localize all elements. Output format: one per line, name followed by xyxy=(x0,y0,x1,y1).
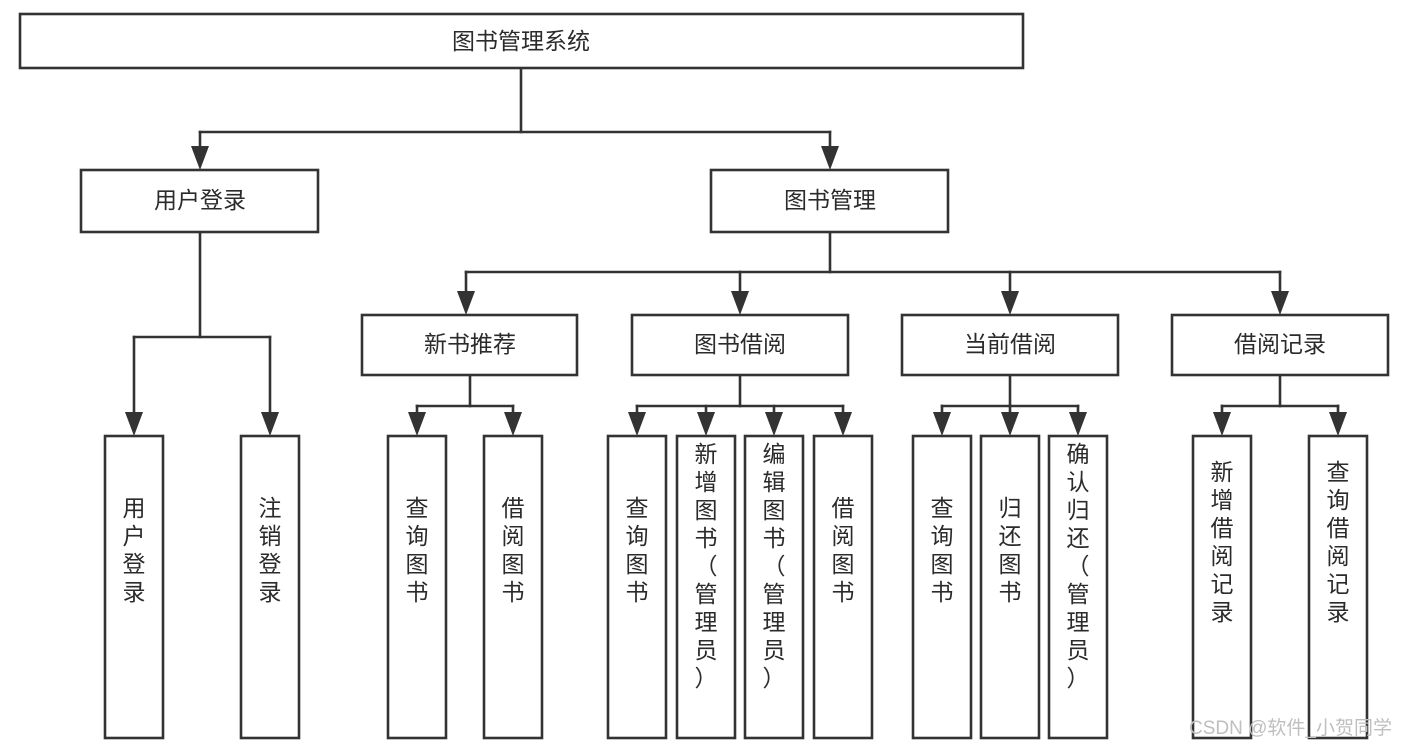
arrow-head-to-user-login xyxy=(191,146,209,170)
connector-layer xyxy=(125,66,1347,436)
arrow-head-bb-leaf4 xyxy=(834,412,852,436)
leaf-node-bookborrow-query[interactable]: 查询图书 xyxy=(606,434,668,740)
leaf-label-bookborrow-borrow: 借阅图书 xyxy=(832,495,855,605)
arrow-head-bb-leaf1 xyxy=(628,412,646,436)
arrow-head-br-leaf2 xyxy=(1329,412,1347,436)
node-box-root[interactable] xyxy=(18,12,1025,70)
leaf-label-user-login-logout: 注销登录 xyxy=(259,495,282,605)
leaf-box-currentborrow-confirm[interactable] xyxy=(1047,434,1109,740)
arrow-head-new-book xyxy=(457,291,475,315)
arrow-head-user-login-leaf2 xyxy=(261,412,279,436)
leaf-label-borrowrecord-add: 新增借阅记录 xyxy=(1211,459,1234,625)
leaf-label-bookborrow-edit: 编辑图书（管理员） xyxy=(763,441,786,691)
leaf-node-user-login-login[interactable]: 用户登录 xyxy=(103,434,165,740)
arrow-head-book-borrow xyxy=(731,291,749,315)
arrow-head-to-book-mgmt xyxy=(821,146,839,170)
leaf-box-bookborrow-edit[interactable] xyxy=(743,434,805,740)
leaf-box-user-login-logout[interactable] xyxy=(239,434,301,740)
leaf-node-borrowrecord-add[interactable]: 新增借阅记录 xyxy=(1191,434,1253,740)
leaf-node-user-login-logout[interactable]: 注销登录 xyxy=(239,434,301,740)
node-box-new-book-recommend[interactable] xyxy=(360,313,579,377)
node-new-book-recommend[interactable]: 新书推荐 xyxy=(360,313,579,377)
leaf-node-bookborrow-add[interactable]: 新增图书（管理员） xyxy=(675,434,737,740)
leaf-label-currentborrow-confirm: 确认归还（管理员） xyxy=(1067,441,1090,691)
node-label-root: 图书管理系统 xyxy=(452,28,590,54)
arrow-head-bb-leaf2 xyxy=(697,412,715,436)
leaf-node-newbook-borrow[interactable]: 借阅图书 xyxy=(482,434,544,740)
csdn-watermark: CSDN @软件_小贺同学 xyxy=(1189,717,1392,739)
node-label-new-book-recommend: 新书推荐 xyxy=(424,331,516,357)
leaf-node-currentborrow-confirm[interactable]: 确认归还（管理员） xyxy=(1047,434,1109,740)
node-box-user-login[interactable] xyxy=(79,168,320,234)
leaf-box-borrowrecord-add[interactable] xyxy=(1191,434,1253,740)
leaf-label-newbook-query: 查询图书 xyxy=(406,495,429,605)
node-current-borrow[interactable]: 当前借阅 xyxy=(900,313,1120,377)
leaf-box-currentborrow-return[interactable] xyxy=(979,434,1041,740)
leaf-label-bookborrow-query: 查询图书 xyxy=(626,495,649,605)
leaf-box-newbook-query[interactable] xyxy=(386,434,448,740)
node-borrow-record[interactable]: 借阅记录 xyxy=(1170,313,1390,377)
leaf-box-bookborrow-borrow[interactable] xyxy=(812,434,874,740)
node-book-management[interactable]: 图书管理 xyxy=(709,168,950,234)
leaf-label-newbook-borrow: 借阅图书 xyxy=(502,495,525,605)
leaf-label-user-login-login: 用户登录 xyxy=(123,495,146,605)
node-box-current-borrow[interactable] xyxy=(900,313,1120,377)
leaf-node-currentborrow-return[interactable]: 归还图书 xyxy=(979,434,1041,740)
leaf-label-currentborrow-query: 查询图书 xyxy=(931,495,954,605)
leaf-box-bookborrow-add[interactable] xyxy=(675,434,737,740)
arrow-head-nb-leaf2 xyxy=(504,412,522,436)
leaf-box-user-login-login[interactable] xyxy=(103,434,165,740)
arrow-head-user-login-leaf1 xyxy=(125,412,143,436)
leaf-box-currentborrow-query[interactable] xyxy=(911,434,973,740)
leaf-label-borrowrecord-query: 查询借阅记录 xyxy=(1327,459,1350,625)
leaf-node-newbook-query[interactable]: 查询图书 xyxy=(386,434,448,740)
arrow-head-cb-leaf3 xyxy=(1069,412,1087,436)
node-label-book-management: 图书管理 xyxy=(784,187,876,213)
leaf-node-bookborrow-edit[interactable]: 编辑图书（管理员） xyxy=(743,434,805,740)
arrow-head-current-borrow xyxy=(1001,291,1019,315)
node-box-borrow-record[interactable] xyxy=(1170,313,1390,377)
leaf-label-currentborrow-return: 归还图书 xyxy=(999,495,1022,605)
arrow-head-cb-leaf2 xyxy=(1001,412,1019,436)
leaf-node-bookborrow-borrow[interactable]: 借阅图书 xyxy=(812,434,874,740)
arrow-head-bb-leaf3 xyxy=(765,412,783,436)
node-box-book-borrow[interactable] xyxy=(630,313,850,377)
node-label-borrow-record: 借阅记录 xyxy=(1234,331,1326,357)
node-root-system[interactable]: 图书管理系统 xyxy=(18,12,1025,70)
leaf-node-borrowrecord-query[interactable]: 查询借阅记录 xyxy=(1307,434,1369,740)
leaf-box-borrowrecord-query[interactable] xyxy=(1307,434,1369,740)
arrow-head-nb-leaf1 xyxy=(408,412,426,436)
node-box-book-management[interactable] xyxy=(709,168,950,234)
node-label-user-login: 用户登录 xyxy=(154,187,246,213)
leaf-node-currentborrow-query[interactable]: 查询图书 xyxy=(911,434,973,740)
node-label-current-borrow: 当前借阅 xyxy=(964,331,1056,357)
arrow-head-cb-leaf1 xyxy=(933,412,951,436)
node-book-borrow[interactable]: 图书借阅 xyxy=(630,313,850,377)
node-label-book-borrow: 图书借阅 xyxy=(694,331,786,357)
leaf-label-bookborrow-add: 新增图书（管理员） xyxy=(695,441,718,691)
leaf-box-newbook-borrow[interactable] xyxy=(482,434,544,740)
node-user-login[interactable]: 用户登录 xyxy=(79,168,320,234)
arrow-head-borrow-record xyxy=(1271,291,1289,315)
arrow-head-br-leaf1 xyxy=(1213,412,1231,436)
leaf-box-bookborrow-query[interactable] xyxy=(606,434,668,740)
